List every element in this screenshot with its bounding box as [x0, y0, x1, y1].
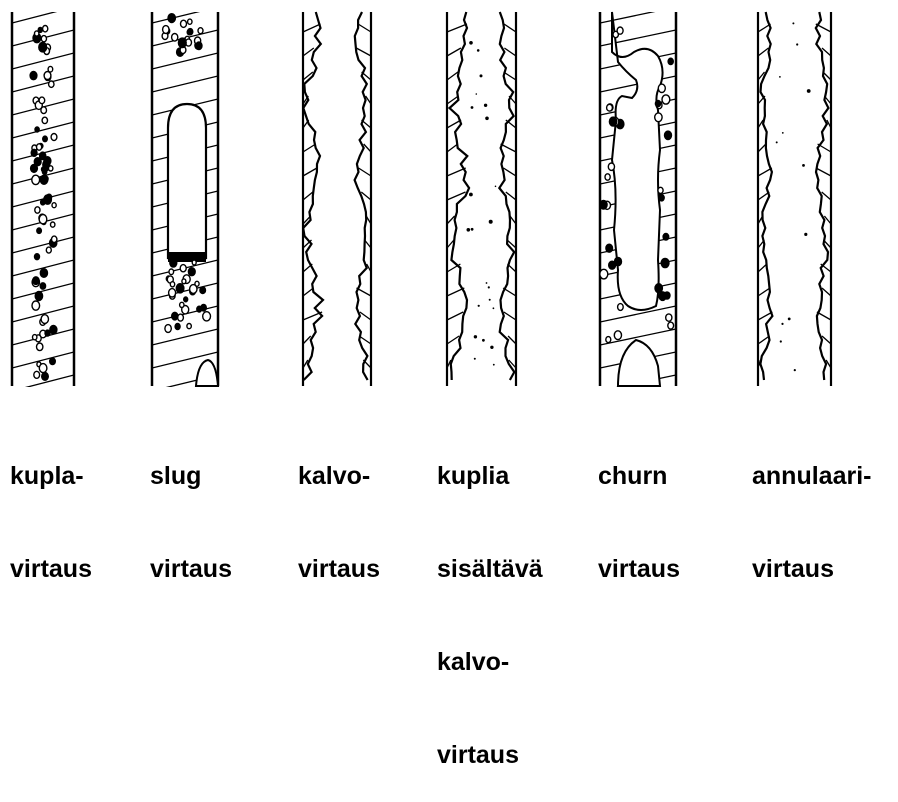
label-churn-line1: churn	[598, 461, 680, 492]
tube-annular-flow	[758, 12, 831, 386]
label-slug-line1: slug	[150, 461, 232, 492]
label-kupla: kupla- virtaus	[10, 399, 92, 616]
tube-slug-flow	[152, 0, 218, 390]
label-kupla-line1: kupla-	[10, 461, 92, 492]
tube-film-flow	[303, 12, 371, 386]
label-churn-line2: virtaus	[598, 554, 680, 585]
label-kupla-line2: virtaus	[10, 554, 92, 585]
tube-bubble-flow	[12, 0, 74, 390]
label-annulaari-line2: virtaus	[752, 554, 871, 585]
label-churn: churn virtaus	[598, 399, 680, 616]
label-annulaari: annulaari- virtaus	[752, 399, 871, 616]
label-kuplia-line3: kalvo-	[437, 647, 543, 678]
label-annulaari-line1: annulaari-	[752, 461, 871, 492]
label-kuplia-kalvo: kuplia sisältävä kalvo- virtaus	[437, 399, 543, 802]
label-kalvo: kalvo- virtaus	[298, 399, 380, 616]
taylor-bubble	[168, 104, 206, 258]
label-kalvo-line2: virtaus	[298, 554, 380, 585]
label-slug: slug virtaus	[150, 399, 232, 616]
tube-churn-flow	[600, 0, 676, 390]
label-kuplia-line1: kuplia	[437, 461, 543, 492]
label-kuplia-line2: sisältävä	[437, 554, 543, 585]
label-kuplia-line4: virtaus	[437, 740, 543, 771]
label-kalvo-line1: kalvo-	[298, 461, 380, 492]
label-slug-line2: virtaus	[150, 554, 232, 585]
flow-regime-diagram	[0, 0, 898, 390]
tube-bubbly-film-flow	[447, 12, 516, 386]
